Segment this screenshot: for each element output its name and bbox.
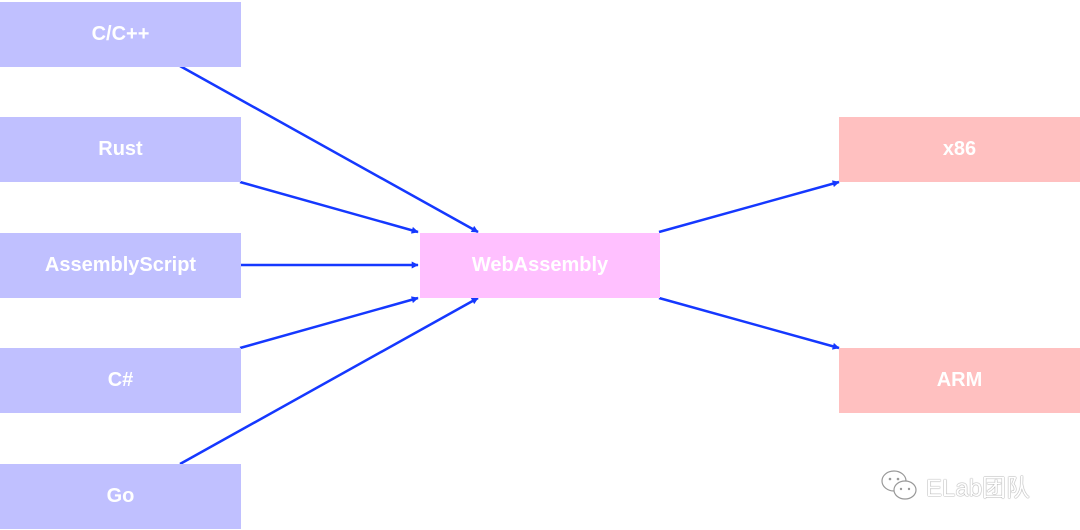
node-webassembly: WebAssembly — [420, 233, 660, 298]
node-label: Go — [106, 485, 135, 507]
wechat-icon — [881, 469, 917, 500]
node-cpp: C/C++ — [0, 2, 241, 67]
node-rust: Rust — [0, 117, 241, 182]
node-label: WebAssembly — [471, 254, 609, 276]
arrow-wasm-to-x86 — [658, 180, 840, 234]
node-label: AssemblyScript — [44, 254, 197, 276]
watermark-text: ELab团队 — [926, 475, 1031, 502]
node-label: C# — [107, 369, 134, 391]
node-csharp: C# — [0, 348, 241, 413]
node-go: Go — [0, 464, 241, 529]
arrow-rust-to-wasm — [239, 180, 419, 234]
arrow-wasm-to-arm — [658, 296, 840, 350]
arrow-cs-to-wasm — [239, 296, 419, 350]
node-label: ARM — [936, 369, 983, 391]
node-assemblyscript: AssemblyScript — [0, 233, 241, 298]
node-arm: ARM — [839, 348, 1080, 413]
arrow-cpp-to-wasm — [179, 64, 479, 234]
node-x86: x86 — [839, 117, 1080, 182]
node-label: Rust — [98, 138, 143, 160]
watermark: ELab团队 — [880, 468, 1030, 503]
node-label: x86 — [942, 138, 977, 160]
node-label: C/C++ — [91, 23, 150, 45]
arrow-go-to-wasm — [179, 296, 479, 466]
